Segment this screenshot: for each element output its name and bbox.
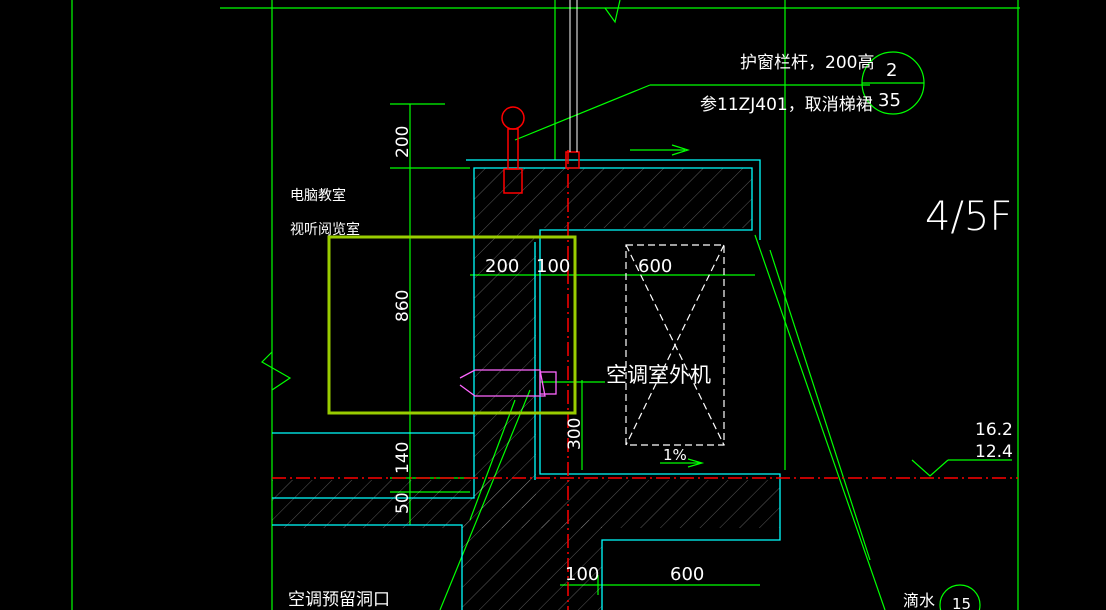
cyan-outlines — [272, 159, 781, 610]
ac-unit-label: 空调室外机 — [606, 363, 711, 387]
elevation-bottom: 12.4 — [975, 442, 1013, 462]
drip-label: 滴水 — [903, 591, 935, 610]
dim-140: 140 — [393, 442, 413, 474]
railing-ref-text: 参11ZJ401，取消梯裙 — [700, 95, 873, 115]
selection-highlight-box[interactable] — [327, 235, 577, 415]
ac-unit-outline — [625, 244, 725, 446]
dim-600-top: 600 — [638, 256, 672, 277]
red-railing — [272, 106, 1018, 610]
slope-label: 1% — [663, 446, 687, 464]
dim-200-vertical: 200 — [393, 126, 413, 158]
drip-ref-number: 15 — [952, 595, 971, 610]
dim-200-wall: 200 — [485, 256, 519, 277]
dim-300: 300 — [565, 418, 585, 450]
dim-860: 860 — [393, 290, 413, 322]
ref-circle-top: 2 — [886, 60, 897, 81]
dim-100-wall: 100 — [536, 256, 570, 277]
room-label-1: 电脑教室 — [290, 187, 346, 204]
room-label-2: 视听阅览室 — [290, 221, 360, 238]
dim-100-bottom: 100 — [565, 564, 599, 585]
floor-label: 4/5F — [925, 194, 1012, 240]
pipe-lines — [569, 0, 578, 152]
dim-50: 50 — [393, 492, 413, 514]
ac-opening-label: 空调预留洞口 — [288, 590, 390, 610]
dim-600-bottom: 600 — [670, 564, 704, 585]
concrete-sections — [272, 168, 780, 610]
ref-circle-bottom: 35 — [878, 90, 901, 111]
drain-pipe — [459, 369, 557, 397]
railing-note-text: 护窗栏杆，200高 — [740, 53, 874, 73]
elevation-top: 16.2 — [975, 420, 1013, 440]
